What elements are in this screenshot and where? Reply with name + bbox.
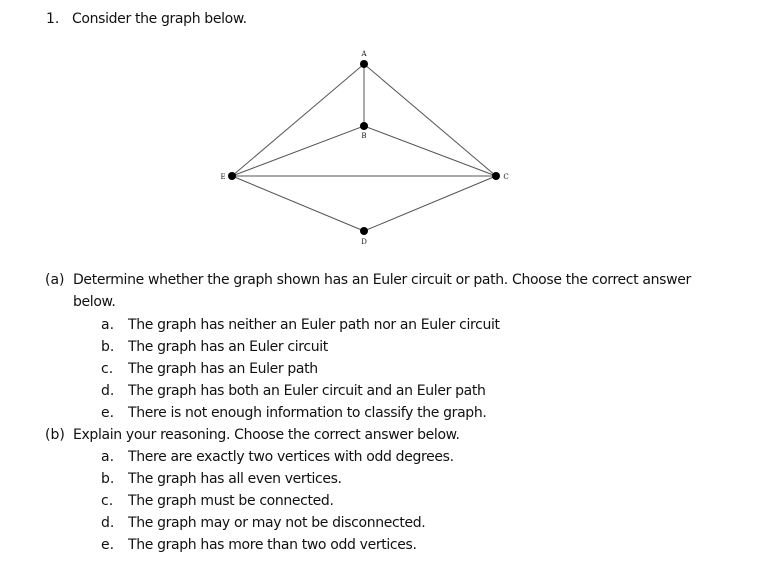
option-text: The graph has neither an Euler path nor … <box>128 317 500 333</box>
edge-E-D <box>231 175 365 232</box>
option-text: The graph has an Euler path <box>128 361 318 377</box>
option-letter: c. <box>101 361 114 377</box>
vertex-D <box>360 227 368 235</box>
edge-A-E <box>231 63 365 177</box>
option-letter: b. <box>101 339 115 355</box>
vertex-label-C: C <box>503 173 508 181</box>
question-prompt: Consider the graph below. <box>72 11 247 27</box>
option-letter: e. <box>101 537 115 553</box>
option-text: The graph has an Euler circuit <box>128 339 328 355</box>
vertex-label-D: D <box>361 238 367 246</box>
option-letter: d. <box>101 383 115 399</box>
option-letter: a. <box>101 317 115 333</box>
option-text: The graph may or may not be disconnected… <box>128 515 426 531</box>
vertex-label-A: A <box>360 50 367 58</box>
option-text: The graph must be connected. <box>128 493 334 509</box>
vertex-label-B: B <box>361 132 366 140</box>
edge-D-C <box>363 175 497 232</box>
option-text: The graph has both an Euler circuit and … <box>128 383 486 399</box>
option-letter: c. <box>101 493 114 509</box>
option-letter: d. <box>101 515 115 531</box>
part-b-prompt: Explain your reasoning. Choose the corre… <box>73 427 460 443</box>
edge-A-C <box>363 63 497 177</box>
option-letter: b. <box>101 471 115 487</box>
option-letter: e. <box>101 405 115 421</box>
edge-B-C <box>363 125 497 177</box>
vertex-C <box>492 172 500 180</box>
option-text: The graph has all even vertices. <box>128 471 342 487</box>
part-a-label: (a) <box>45 272 65 288</box>
graph-vertices: A B C D E <box>220 50 508 246</box>
part-a-prompt-line1: Determine whether the graph shown has an… <box>73 272 691 288</box>
option-text: There are exactly two vertices with odd … <box>128 449 454 465</box>
part-b-label: (b) <box>45 427 65 443</box>
question-number: 1. <box>46 11 60 27</box>
vertex-A <box>360 60 368 68</box>
option-text: The graph has more than two odd vertices… <box>128 537 417 553</box>
graph-edges <box>231 63 497 232</box>
option-letter: a. <box>101 449 115 465</box>
vertex-B <box>360 122 368 130</box>
part-a-prompt-line2: below. <box>73 294 116 310</box>
graph-figure: A B C D E <box>220 50 508 246</box>
vertex-E <box>228 172 236 180</box>
vertex-label-E: E <box>220 173 225 181</box>
option-text: There is not enough information to class… <box>128 405 487 421</box>
edge-B-E <box>231 125 365 177</box>
